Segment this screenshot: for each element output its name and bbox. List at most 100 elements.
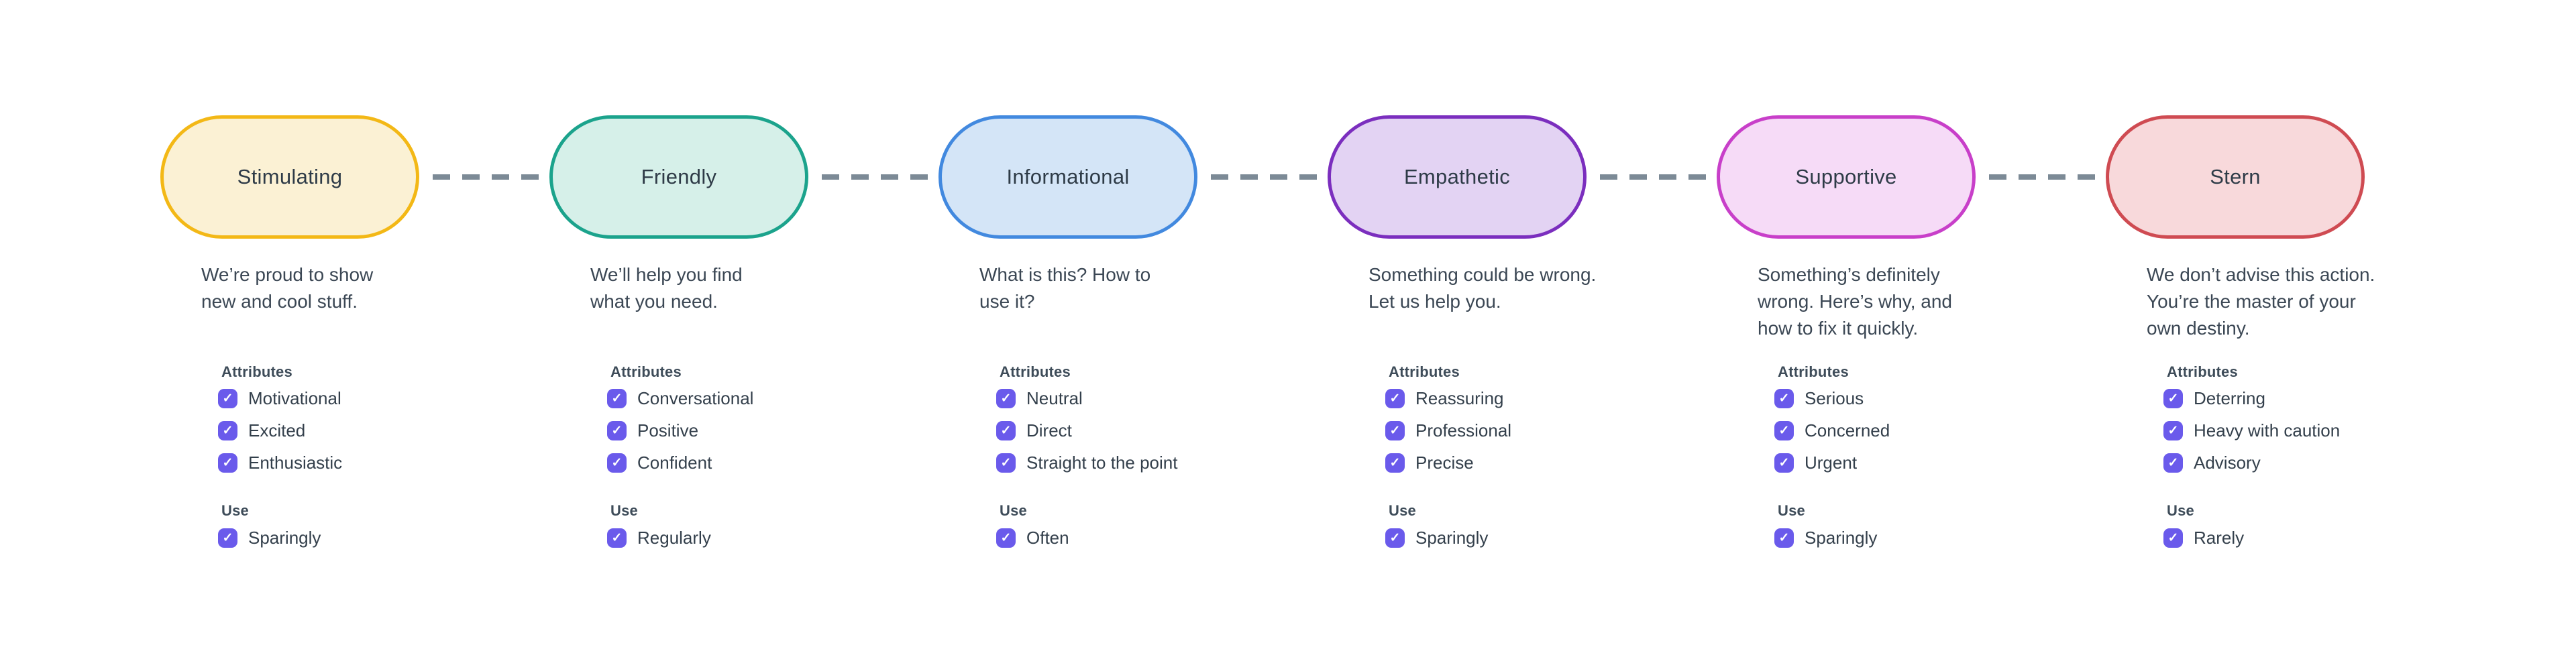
attributes-heading: Attributes bbox=[1778, 363, 1849, 380]
check-mark-icon: ✓ bbox=[1778, 530, 1790, 545]
attribute-label: Deterring bbox=[2194, 388, 2265, 408]
checkbox-checked-icon[interactable]: ✓ bbox=[2163, 528, 2183, 548]
checkbox-checked-icon[interactable]: ✓ bbox=[1774, 388, 1794, 408]
tone-column-empathetic: Empathetic Something could be wrong. Let… bbox=[1328, 115, 1717, 548]
checkbox-checked-icon[interactable]: ✓ bbox=[996, 420, 1016, 440]
attribute-row: ✓ Advisory bbox=[2163, 453, 2495, 473]
attributes-heading: Attributes bbox=[610, 363, 682, 380]
checkbox-checked-icon[interactable]: ✓ bbox=[607, 420, 627, 440]
check-mark-icon: ✓ bbox=[1000, 455, 1012, 470]
checkbox-checked-icon[interactable]: ✓ bbox=[2163, 388, 2183, 408]
check-mark-icon: ✓ bbox=[222, 455, 233, 470]
checkbox-checked-icon[interactable]: ✓ bbox=[1774, 420, 1794, 440]
check-mark-icon: ✓ bbox=[2167, 530, 2179, 545]
attribute-row: ✓ Heavy with caution bbox=[2163, 420, 2495, 440]
use-label: Regularly bbox=[637, 527, 711, 548]
tone-node-label: Stimulating bbox=[237, 165, 343, 188]
tone-node-label: Informational bbox=[1006, 165, 1130, 188]
checkbox-checked-icon[interactable]: ✓ bbox=[996, 453, 1016, 473]
attribute-label: Positive bbox=[637, 420, 699, 440]
checkbox-checked-icon[interactable]: ✓ bbox=[1385, 388, 1405, 408]
attribute-row: ✓ Reassuring bbox=[1385, 388, 1717, 408]
tone-description: We’ll help you find what you need. bbox=[590, 264, 743, 312]
attribute-row: ✓ Neutral bbox=[996, 388, 1328, 408]
checkbox-checked-icon[interactable]: ✓ bbox=[218, 453, 237, 473]
checkbox-checked-icon[interactable]: ✓ bbox=[1774, 528, 1794, 548]
checkbox-checked-icon[interactable]: ✓ bbox=[1774, 453, 1794, 473]
check-mark-icon: ✓ bbox=[2167, 391, 2179, 406]
use-label: Often bbox=[1026, 527, 1069, 548]
checkbox-checked-icon[interactable]: ✓ bbox=[607, 453, 627, 473]
attribute-label: Neutral bbox=[1026, 388, 1083, 408]
tone-node-empathetic: Empathetic bbox=[1328, 115, 1587, 239]
use-heading: Use bbox=[1389, 502, 1416, 519]
check-mark-icon: ✓ bbox=[2167, 423, 2179, 438]
attribute-row: ✓ Enthusiastic bbox=[218, 453, 549, 473]
tone-node-stern: Stern bbox=[2106, 115, 2365, 239]
check-mark-icon: ✓ bbox=[1389, 391, 1401, 406]
attributes-heading: Attributes bbox=[1389, 363, 1460, 380]
checkbox-checked-icon[interactable]: ✓ bbox=[1385, 528, 1405, 548]
tone-node-informational: Informational bbox=[938, 115, 1197, 239]
check-mark-icon: ✓ bbox=[1389, 530, 1401, 545]
dashed-connector-line bbox=[1977, 174, 2106, 180]
use-heading: Use bbox=[610, 502, 638, 519]
checkbox-checked-icon[interactable]: ✓ bbox=[218, 420, 237, 440]
attribute-label: Heavy with caution bbox=[2194, 420, 2341, 440]
attribute-label: Conversational bbox=[637, 388, 754, 408]
attribute-label: Motivational bbox=[248, 388, 341, 408]
tone-node-friendly: Friendly bbox=[549, 115, 808, 239]
use-heading: Use bbox=[2167, 502, 2194, 519]
attribute-row: ✓ Motivational bbox=[218, 388, 549, 408]
use-label: Sparingly bbox=[1415, 527, 1489, 548]
check-mark-icon: ✓ bbox=[1000, 423, 1012, 438]
tone-column-stern: Stern We don’t advise this action. You’r… bbox=[2106, 115, 2495, 548]
checkbox-checked-icon[interactable]: ✓ bbox=[2163, 420, 2183, 440]
use-row: ✓ Regularly bbox=[607, 528, 938, 548]
attribute-row: ✓ Straight to the point bbox=[996, 453, 1328, 473]
use-label: Sparingly bbox=[248, 527, 321, 548]
use-heading: Use bbox=[1000, 502, 1027, 519]
attribute-label: Serious bbox=[1805, 388, 1864, 408]
attribute-label: Direct bbox=[1026, 420, 1072, 440]
check-mark-icon: ✓ bbox=[1778, 455, 1790, 470]
attribute-label: Urgent bbox=[1805, 452, 1858, 473]
check-mark-icon: ✓ bbox=[222, 530, 233, 545]
attribute-label: Reassuring bbox=[1415, 388, 1504, 408]
checkbox-checked-icon[interactable]: ✓ bbox=[218, 528, 237, 548]
use-row: ✓ Sparingly bbox=[1385, 528, 1717, 548]
checkbox-checked-icon[interactable]: ✓ bbox=[607, 388, 627, 408]
checkbox-checked-icon[interactable]: ✓ bbox=[996, 528, 1016, 548]
checkbox-checked-icon[interactable]: ✓ bbox=[218, 388, 237, 408]
attribute-row: ✓ Direct bbox=[996, 420, 1328, 440]
attribute-row: ✓ Professional bbox=[1385, 420, 1717, 440]
attribute-label: Excited bbox=[248, 420, 306, 440]
attribute-label: Straight to the point bbox=[1026, 452, 1178, 473]
use-label: Sparingly bbox=[1805, 527, 1878, 548]
attribute-row: ✓ Confident bbox=[607, 453, 938, 473]
tone-column-supportive: Supportive Something’s definitely wrong.… bbox=[1717, 115, 2106, 548]
tone-description: What is this? How to use it? bbox=[979, 264, 1151, 312]
attribute-row: ✓ Urgent bbox=[1774, 453, 2106, 473]
checkbox-checked-icon[interactable]: ✓ bbox=[1385, 420, 1405, 440]
checkbox-checked-icon[interactable]: ✓ bbox=[2163, 453, 2183, 473]
tone-node-supportive: Supportive bbox=[1717, 115, 1976, 239]
tone-node-stimulating: Stimulating bbox=[160, 115, 419, 239]
checkbox-checked-icon[interactable]: ✓ bbox=[1385, 453, 1405, 473]
checkbox-checked-icon[interactable]: ✓ bbox=[996, 388, 1016, 408]
attribute-row: ✓ Precise bbox=[1385, 453, 1717, 473]
check-mark-icon: ✓ bbox=[611, 530, 623, 545]
dashed-connector-line bbox=[810, 174, 938, 180]
check-mark-icon: ✓ bbox=[1778, 391, 1790, 406]
dashed-connector-line bbox=[421, 174, 549, 180]
attribute-label: Confident bbox=[637, 452, 712, 473]
tone-node-label: Stern bbox=[2210, 165, 2261, 188]
tone-description: We don’t advise this action. You’re the … bbox=[2147, 264, 2375, 339]
dashed-connector-line bbox=[1199, 174, 1328, 180]
checkbox-checked-icon[interactable]: ✓ bbox=[607, 528, 627, 548]
attributes-heading: Attributes bbox=[221, 363, 292, 380]
attribute-label: Professional bbox=[1415, 420, 1512, 440]
attribute-row: ✓ Positive bbox=[607, 420, 938, 440]
attribute-row: ✓ Excited bbox=[218, 420, 549, 440]
